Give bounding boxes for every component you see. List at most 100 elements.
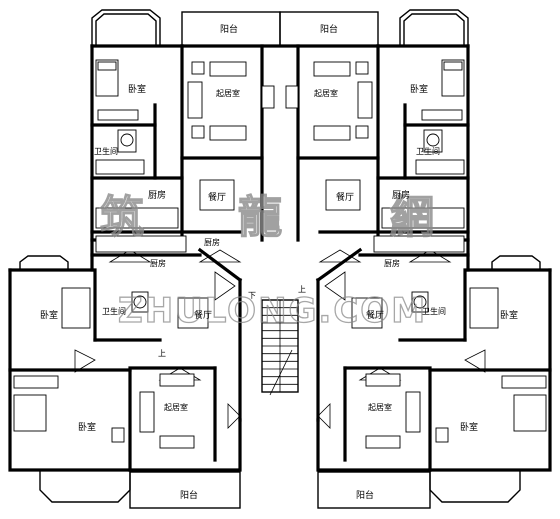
bay-window-bottom-right <box>429 470 521 503</box>
door-swing-9 <box>214 271 236 301</box>
wardrobe-ur <box>421 109 463 121</box>
bay-window-top-right-inner <box>403 13 465 46</box>
nightstand-ll <box>111 427 125 443</box>
wardrobe-lr <box>501 375 547 389</box>
label-bedroom-lr-2: 卧室 <box>460 421 478 433</box>
label-living-lr: 起居室 <box>368 402 392 412</box>
label-bath-ul: 卫生间 <box>94 146 118 156</box>
watermark-latin: ZHULONG.COM <box>118 291 427 331</box>
label-bath-ll: 卫生间 <box>102 306 126 316</box>
door-swing-10 <box>324 271 346 301</box>
door-swing-12 <box>317 403 331 429</box>
toilet-bowl-ur <box>426 133 440 147</box>
counter-ur <box>381 207 465 229</box>
furniture <box>13 59 547 449</box>
label-living-ll: 起居室 <box>164 402 188 412</box>
sofa-lr-3 <box>365 435 401 449</box>
wardrobe-ll <box>13 375 59 389</box>
wardrobe-ul <box>97 109 139 121</box>
table-ul-2 <box>191 125 205 139</box>
label-kitchen-ul: 厨房 <box>148 189 166 201</box>
sofa-ur-3 <box>313 125 351 141</box>
label-bedroom-ll-2: 卧室 <box>78 421 96 433</box>
sofa-lr-1 <box>405 391 421 433</box>
door-swing-6 <box>318 249 362 263</box>
label-kitchen-small-l: 厨房 <box>204 237 220 247</box>
sofa-ul-3 <box>209 125 247 141</box>
sofa-ur-1 <box>313 61 351 77</box>
label-bath-lr: 卫生间 <box>422 306 446 316</box>
toilet-bowl-ll <box>133 295 147 309</box>
sofa-ll-1 <box>139 391 155 433</box>
label-dining-lr: 餐厅 <box>366 309 384 321</box>
label-balcony-bottom-left: 阳台 <box>180 489 198 501</box>
counter-ur-2 <box>373 235 465 253</box>
stair-treads <box>262 307 298 385</box>
dining-table-ll <box>177 297 209 329</box>
label-stair-down: 下 <box>248 291 256 300</box>
wall-living-bottom-right <box>316 418 432 472</box>
label-stair-up-2: 上 <box>158 349 166 358</box>
tub-ur <box>415 159 465 175</box>
label-balcony-bottom-right: 阳台 <box>356 489 374 501</box>
stair-diag-right <box>315 247 363 283</box>
sofa-ll-3 <box>159 435 195 449</box>
sofa-ul-1 <box>209 61 247 77</box>
sofa-ll-2 <box>159 373 195 387</box>
label-dining-ur: 餐厅 <box>336 191 354 203</box>
watermark-char-1: 筑 <box>100 192 144 243</box>
stair-arrow <box>269 349 293 396</box>
label-kitchen-r: 厨房 <box>384 258 400 268</box>
label-bath-ur: 卫生间 <box>416 146 440 156</box>
label-kitchen-l: 厨房 <box>150 258 166 268</box>
table-ul-1 <box>191 61 205 75</box>
bay-window-side-right <box>491 255 541 270</box>
label-bedroom-ll: 卧室 <box>40 309 58 321</box>
sofa-ur-2 <box>357 81 373 119</box>
bay-window-top-right <box>399 9 469 46</box>
door-swing-2 <box>464 349 486 373</box>
balcony-bottom-right-outline <box>317 471 431 509</box>
bay-window-bottom-left <box>39 470 131 503</box>
dining-table-ur <box>325 179 361 211</box>
watermark-char-3: 網 <box>390 192 434 243</box>
stair-core <box>261 299 299 396</box>
room-labels: 阳台 阳台 卧室 卧室 起居室 起居室 卫生间 卫生间 餐厅 餐厅 厨房 厨房 … <box>40 23 518 501</box>
door-swing-3 <box>108 249 152 263</box>
bed-lr-1 <box>469 287 499 329</box>
watermark-char-2: 龍 <box>238 192 282 243</box>
wall-lower-right <box>428 268 552 472</box>
stair-diag-left <box>197 247 243 283</box>
bed-ll-2 <box>13 394 47 432</box>
counter-ul <box>95 207 179 229</box>
label-balcony-top-right: 阳台 <box>320 23 338 35</box>
wall-living-bottom-left <box>128 418 242 472</box>
label-kitchen-ur: 厨房 <box>392 189 410 201</box>
door-swing-1 <box>74 349 96 373</box>
label-balcony-top-left: 阳台 <box>220 23 238 35</box>
table-ur-2 <box>355 125 369 139</box>
toilet-bowl-ul <box>120 133 134 147</box>
nightstand-lr <box>435 427 449 443</box>
bay-window-top-left <box>91 9 161 46</box>
bed-ll-1 <box>61 287 91 329</box>
outer-walls <box>8 9 552 509</box>
label-stair-up: 上 <box>298 285 306 294</box>
dining-table-ul <box>199 179 235 211</box>
toilet-bowl-lr <box>413 295 427 309</box>
label-bedroom-ul: 卧室 <box>128 83 146 95</box>
door-swing-11 <box>227 403 241 429</box>
tub-ul <box>95 159 145 175</box>
interior-walls <box>8 44 552 472</box>
label-dining-ul: 餐厅 <box>208 191 226 203</box>
wall-lower-left <box>8 268 132 472</box>
table-ur-1 <box>355 61 369 75</box>
bay-window-top-left-inner <box>95 13 157 46</box>
label-dining-ll: 餐厅 <box>194 309 212 321</box>
counter-ul-2 <box>95 235 187 253</box>
dining-table-lr <box>351 297 383 329</box>
label-bedroom-lr: 卧室 <box>500 309 518 321</box>
bay-window-side-left <box>19 255 69 270</box>
door-swing-5 <box>198 249 242 263</box>
